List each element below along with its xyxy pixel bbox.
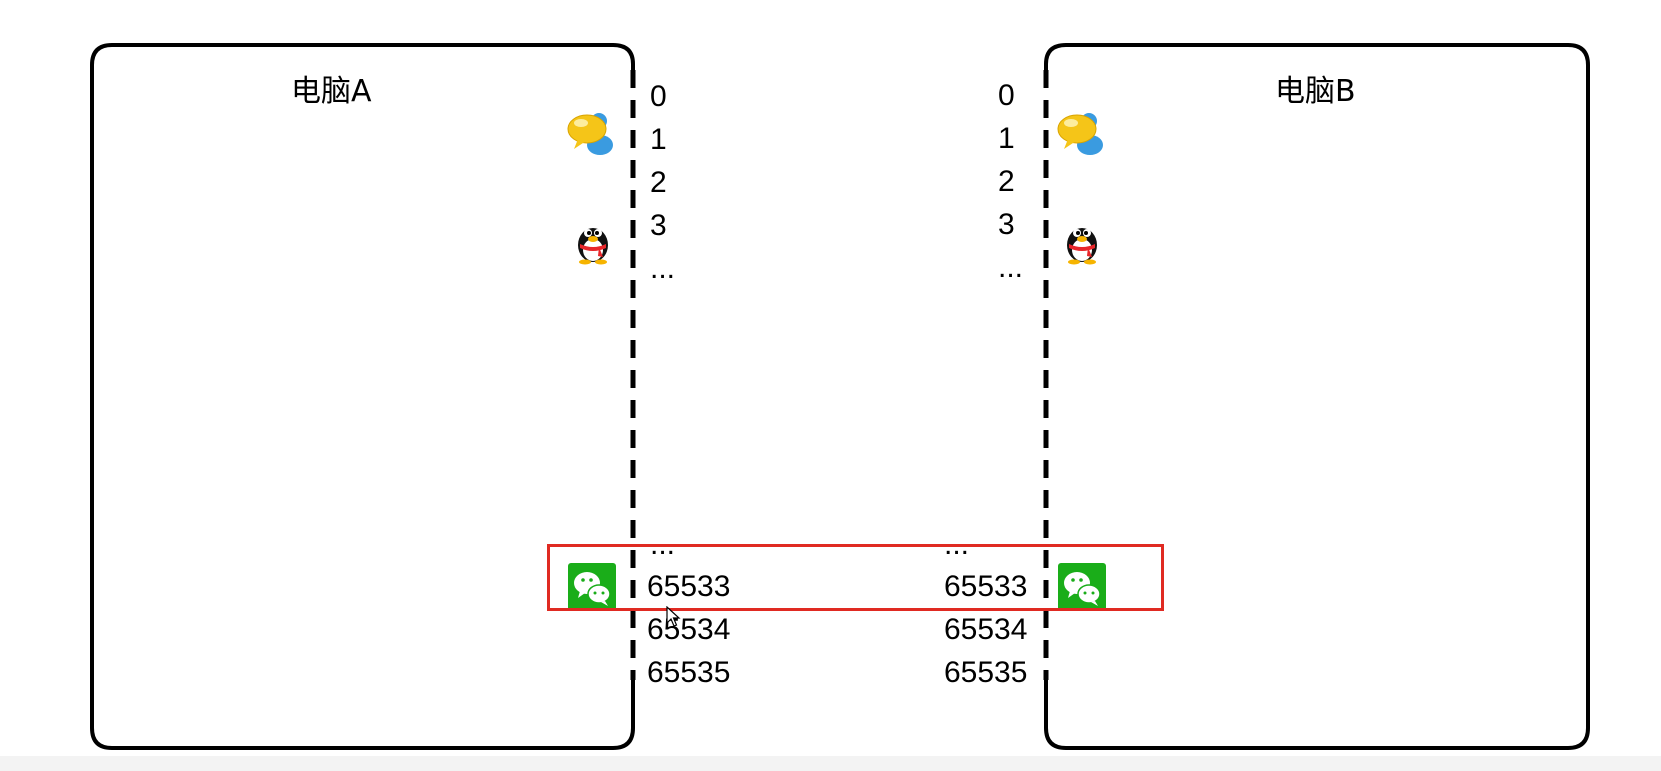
port-a-65535: 65535 (647, 656, 731, 689)
wechat-icon (1058, 563, 1106, 611)
computer-b-frame (1044, 43, 1590, 750)
port-a-3: 3 (650, 209, 667, 242)
computer-a-frame (90, 43, 635, 750)
port-b-2: 2 (998, 165, 1015, 198)
port-b-65535: 65535 (944, 656, 1028, 689)
port-b-3: 3 (998, 208, 1015, 241)
port-b-ellipsis-top: ... (998, 251, 1024, 284)
port-a-ellipsis-top: ... (650, 252, 676, 285)
port-a-65533: 65533 (647, 570, 731, 603)
port-b-0: 0 (998, 79, 1015, 112)
messenger-icon (567, 113, 613, 155)
messenger-icon (1057, 113, 1103, 155)
port-b-65533: 65533 (944, 570, 1028, 603)
cursor-icon (666, 606, 681, 627)
bottom-strip (0, 756, 1661, 771)
port-a-0: 0 (650, 80, 667, 113)
qq-penguin-icon (1067, 228, 1097, 265)
highlight-box (547, 544, 1164, 611)
port-a-1: 1 (650, 123, 667, 156)
wechat-icon (568, 563, 616, 611)
computer-b-title: 电脑B (1275, 74, 1356, 109)
port-b-1: 1 (998, 122, 1015, 155)
computer-a-title: 电脑A (291, 74, 372, 109)
port-b-65534: 65534 (944, 613, 1028, 646)
port-a-65534: 65534 (647, 613, 731, 646)
qq-penguin-icon (578, 228, 608, 265)
port-a-2: 2 (650, 166, 667, 199)
